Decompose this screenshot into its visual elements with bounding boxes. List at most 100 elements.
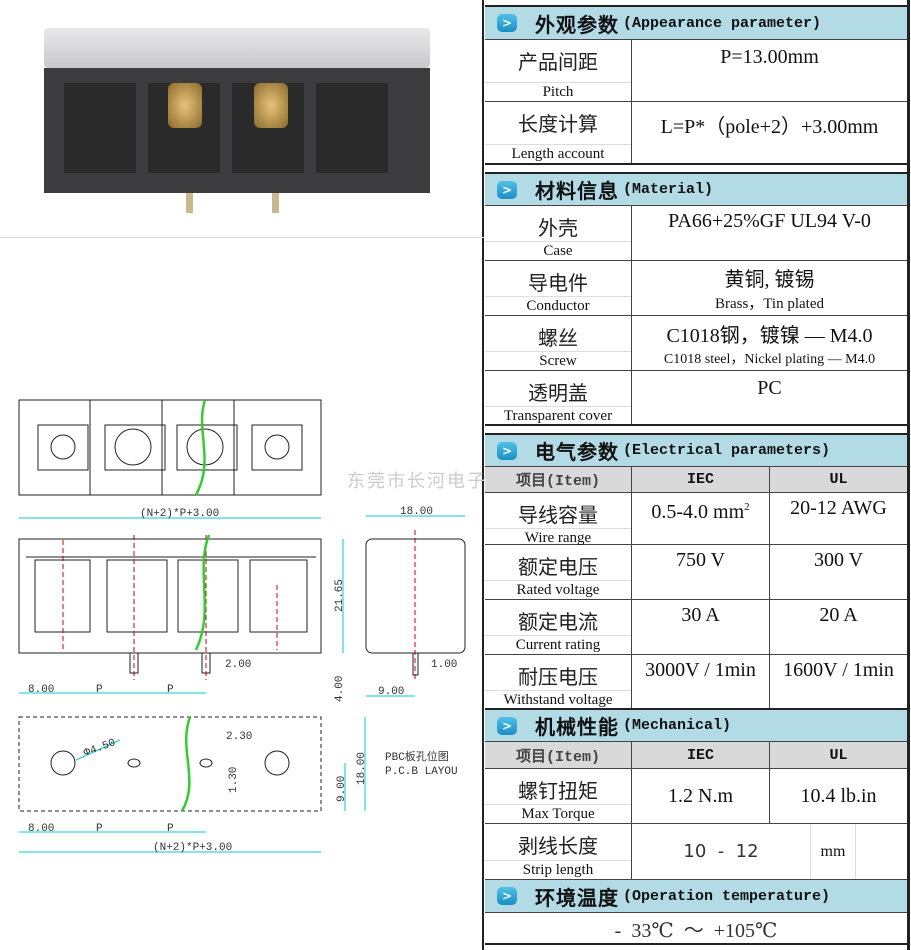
dim-length: (N+2)*P+3.00: [153, 842, 232, 854]
col-item: 项目(Item): [485, 742, 632, 768]
dim-p: P: [167, 823, 174, 835]
label-en: Withstand voltage: [485, 690, 631, 709]
label-zh: 螺钉扭矩: [518, 779, 598, 803]
value: PC: [757, 377, 782, 399]
product-photo: [44, 28, 430, 213]
label-en: Strip length: [485, 860, 631, 879]
label-en: Wire range: [485, 528, 631, 547]
label-en: Case: [485, 241, 631, 260]
front-view: [18, 538, 322, 654]
ul-value: 20 A: [819, 604, 858, 626]
label-en: Transparent cover: [485, 406, 631, 425]
column-header-row: 项目(Item)IEC UL: [485, 742, 907, 769]
dim-pin: 2.00: [225, 659, 251, 671]
value: L=P*（pole+2）+3.00mm: [660, 116, 879, 138]
row-temperature: - 33℃ ～ +105℃: [485, 913, 907, 945]
label-zh: 透明盖: [528, 381, 588, 405]
ul-value: 1600V / 1min: [783, 659, 894, 681]
section-header-temperature: >环境温度(Operation temperature): [485, 880, 907, 913]
iec-text: 0.5-4.0 mm: [651, 501, 745, 523]
dim-pin-side: 1.00: [431, 659, 457, 671]
temperature-value: - 33℃ ～ +105℃: [614, 919, 778, 942]
iec-value: 30 A: [632, 600, 770, 654]
label-zh: 额定电流: [518, 610, 598, 634]
top-view: [18, 399, 322, 496]
strip-unit: mm: [810, 824, 856, 879]
iec-value: 1.2 N.m: [632, 769, 770, 823]
dim-pcb-half: 9.00: [336, 776, 348, 802]
iec-value: 3000V / 1min: [632, 655, 770, 708]
chevron-right-icon: >: [497, 14, 517, 32]
label-en: Current rating: [485, 635, 631, 654]
spec-table: >外观参数(Appearance parameter) 产品间距 Pitch P=1…: [485, 0, 910, 950]
dim-pin-length: 4.00: [334, 676, 346, 702]
iec-value: 750 V: [632, 545, 770, 599]
pcb-label-zh: PBC板孔位图: [385, 749, 449, 764]
strip-value: 10 - 12: [683, 841, 759, 862]
row-pitch: 产品间距 Pitch P=13.00mm: [485, 40, 907, 102]
label-zh: 产品间距: [518, 50, 598, 74]
dim-hole-spacing: 2.30: [226, 731, 252, 743]
value-en: Brass，Tin plated: [714, 296, 825, 312]
value: PA66+25%GF UL94 V-0: [668, 210, 871, 232]
dim-offset: 8.00: [28, 823, 54, 835]
pcb-layout: [18, 716, 322, 812]
label-zh: 长度计算: [518, 112, 598, 136]
value: C1018钢，镀镍 — M4.0: [666, 324, 873, 347]
dim-side-half: 9.00: [378, 686, 404, 698]
col-ul: UL: [829, 746, 848, 764]
dim-pcb-height: 18.00: [356, 752, 368, 785]
label-en: Max Torque: [485, 804, 631, 823]
dim-p: P: [167, 684, 174, 696]
dim-p: P: [96, 823, 103, 835]
label-zh: 额定电压: [518, 555, 598, 579]
chevron-right-icon: >: [497, 180, 517, 199]
label-zh: 螺丝: [538, 326, 578, 350]
label-zh: 耐压电压: [518, 665, 598, 689]
label-zh: 导电件: [528, 271, 588, 295]
column-header-row: 项目(Item)IEC UL: [485, 467, 907, 493]
ul-value: 20-12 AWG: [790, 497, 887, 519]
dim-p: P: [96, 684, 103, 696]
chevron-right-icon: >: [497, 716, 517, 735]
label-zh: 剥线长度: [518, 834, 598, 858]
drawing-panel: (N+2)*P+3.00 18.00 21.65 2.00 1.00 8.00 …: [0, 0, 487, 950]
label-en: Length account: [485, 144, 631, 163]
row-strip-length: 剥线长度 Strip length 10 - 12 mm: [485, 824, 907, 880]
label-en: Screw: [485, 351, 631, 370]
col-iec: IEC: [632, 467, 770, 492]
value: P=13.00mm: [720, 46, 819, 68]
label-en: Rated voltage: [485, 580, 631, 599]
col-iec: IEC: [632, 742, 770, 768]
dim-length: (N+2)*P+3.00: [140, 508, 219, 520]
section-header-material: >材料信息(Material): [485, 172, 907, 206]
ul-value: 10.4 lb.in: [800, 784, 877, 807]
label-en: Pitch: [485, 82, 631, 101]
dim-height: 21.65: [334, 579, 346, 612]
label-zh: 外壳: [538, 216, 578, 240]
dim-offset: 8.00: [28, 684, 54, 696]
chevron-right-icon: >: [497, 887, 517, 905]
watermark: 东莞市长河电子: [347, 471, 487, 492]
technical-drawing: (N+2)*P+3.00 18.00 21.65 2.00 1.00 8.00 …: [18, 399, 466, 854]
section-header-appearance: >外观参数(Appearance parameter): [485, 5, 907, 40]
col-ul: UL: [829, 471, 848, 488]
section-header-electrical: >电气参数(Electrical parameters): [485, 433, 907, 467]
label-en: Conductor: [485, 296, 631, 315]
pcb-label-en: P.C.B LAYOU: [385, 766, 458, 778]
chevron-right-icon: >: [497, 441, 517, 460]
col-item: 项目(Item): [485, 467, 632, 492]
value-en: C1018 steel，Nickel plating — M4.0: [663, 351, 876, 367]
ul-value: 300 V: [813, 549, 864, 571]
value: 黄铜, 镀锡: [724, 269, 815, 291]
